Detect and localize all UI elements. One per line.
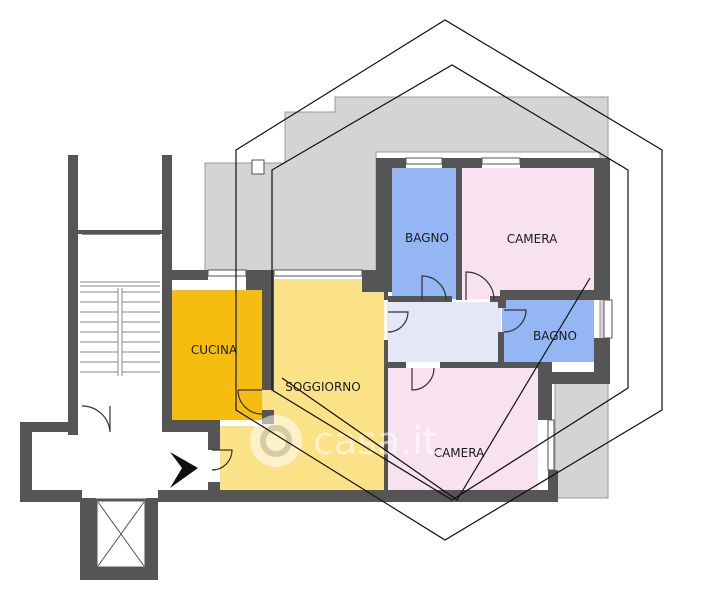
room-label-soggiorno: SOGGIORNO: [285, 380, 360, 394]
room-label-bagno-1: BAGNO: [405, 231, 449, 245]
stair-steps: [80, 281, 160, 376]
door-landing: [81, 405, 111, 433]
room-camera-1-fill: [462, 168, 594, 299]
corridor-fill: [387, 302, 501, 362]
door-camera-2: [411, 367, 435, 391]
room-camera-2-fill: [388, 368, 538, 496]
room-label-cucina: CUCINA: [191, 343, 238, 357]
room-bagno-1-fill: [392, 168, 460, 299]
windows: [207, 157, 613, 471]
watermark-text: casa.it: [313, 419, 438, 463]
entrance-arrow-icon: [170, 452, 198, 488]
room-cucina-fill: [172, 290, 262, 420]
elevator-shaft: [94, 498, 148, 570]
casa-logo-icon: [250, 415, 302, 467]
door-corridor: [387, 311, 409, 333]
overlay-hexagons: [235, 19, 663, 541]
room-labels: BAGNO CAMERA CUCINA SOGGIORNO BAGNO CAME…: [191, 231, 577, 460]
door-entrance: [211, 449, 233, 471]
door-bagno-2: [503, 309, 527, 333]
room-label-camera-1: CAMERA: [507, 232, 558, 246]
door-cucina: [237, 389, 263, 415]
room-label-camera-2: CAMERA: [434, 446, 485, 460]
stairwell: [78, 233, 162, 430]
door-camera-1: [465, 271, 495, 301]
doors: [81, 271, 527, 471]
door-bagno-1: [421, 275, 447, 301]
